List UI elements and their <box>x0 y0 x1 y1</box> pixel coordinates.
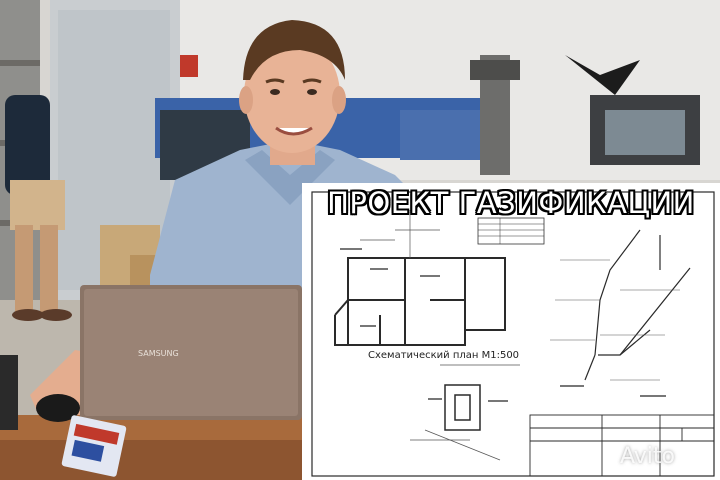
watermark-text: Avito <box>620 443 675 469</box>
avito-watermark: Avito <box>590 440 710 472</box>
avito-logo-icon <box>590 443 616 469</box>
laptop-brand: SAMSUNG <box>138 349 179 358</box>
overlay-title: ПРОЕКТ ГАЗИФИКАЦИИ <box>327 186 695 220</box>
plan-caption: Схематический план М1:500 <box>368 350 520 361</box>
